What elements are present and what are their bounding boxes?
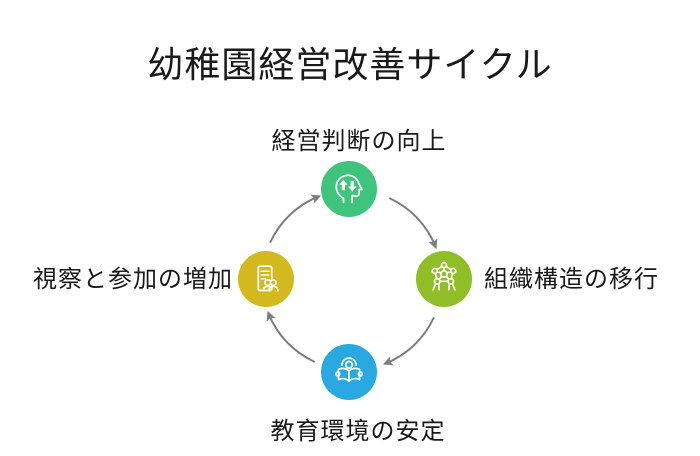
people-network-icon [431,261,457,291]
node-right: 組織構造の移行 [416,251,659,307]
up-arrow-icon [339,179,348,191]
network-nodes [431,261,457,285]
arrow-right-to-bottom-icon [382,317,435,366]
node-label-bottom: 教育環境の安定 [271,418,446,445]
node-label-right: 組織構造の移行 [484,266,659,293]
person-reading-book-icon [334,357,364,383]
arrow-left-to-top-icon [269,194,322,243]
down-arrow-icon [348,180,357,192]
node-label-left: 視察と参加の増加 [33,266,233,293]
node-label-top: 経営判断の向上 [272,128,447,155]
document-with-people-icon [257,265,279,292]
node-bottom: 教育環境の安定 [271,344,446,445]
node-top: 経営判断の向上 [272,128,447,217]
arrow-top-to-right-icon [389,197,438,250]
node-circle-top [321,161,377,217]
arrow-bottom-to-left-icon [266,310,315,363]
node-circle-right [416,251,472,307]
head-with-arrows-icon [335,174,363,204]
page-title: 幼稚園経営改善サイクル [147,44,553,85]
people-heads [264,279,277,287]
node-left: 視察と参加の増加 [33,251,294,307]
